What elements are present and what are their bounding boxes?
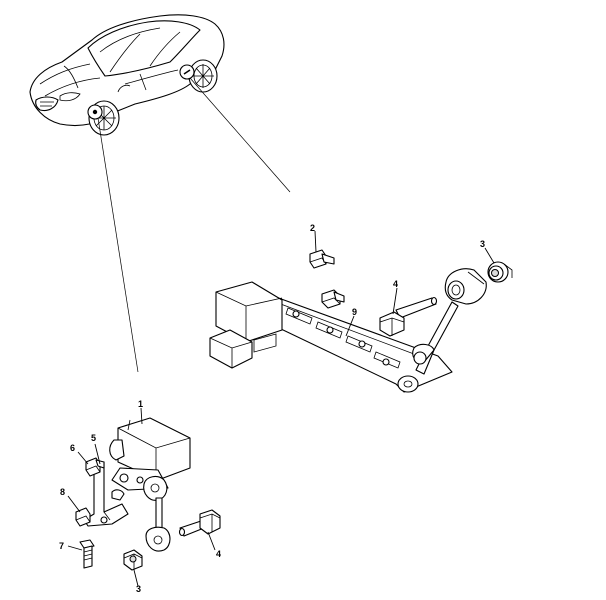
nut-icon [487, 261, 513, 283]
callout-1-lower: 1 [138, 399, 143, 409]
callout-5-lower: 5 [91, 433, 96, 443]
rear-ride-height-sensor-assembly: 2 3 4 9 [209, 223, 513, 393]
bolt-icon [85, 457, 105, 477]
nut-icon [123, 549, 143, 571]
callout-2-upper: 2 [310, 223, 315, 233]
callout-3-lower: 3 [136, 584, 141, 594]
front-ride-height-sensor-assembly: 1 5 6 8 7 4 3 [59, 399, 221, 594]
callout-9-upper: 9 [352, 307, 357, 317]
callout-8-lower: 8 [60, 487, 65, 497]
callout-4-upper: 4 [393, 279, 398, 289]
callout-6-lower: 6 [70, 443, 75, 453]
callout-7-lower: 7 [59, 541, 64, 551]
leader-lines [97, 77, 291, 373]
callout-3-upper: 3 [480, 239, 485, 249]
vehicle-outline-icon [29, 14, 225, 136]
bolt-icon [309, 249, 335, 269]
bolt-icon [79, 539, 95, 569]
bolt-icon [178, 509, 221, 537]
bolt-icon [321, 289, 345, 309]
bolt-icon [379, 296, 438, 337]
bolt-icon [75, 507, 91, 527]
callout-4-lower: 4 [216, 549, 221, 559]
